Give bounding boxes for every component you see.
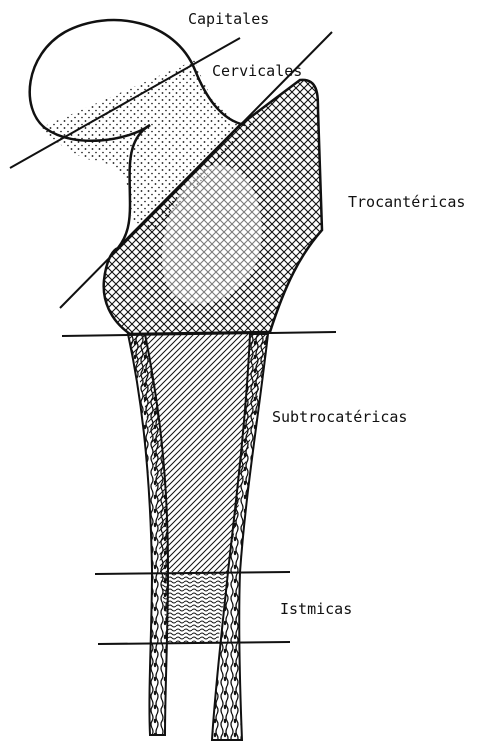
isthmic-bottom-line	[98, 642, 290, 644]
label-trocantericas: Trocantéricas	[348, 193, 465, 211]
label-cervicales: Cervicales	[212, 62, 302, 80]
isthmic-region	[160, 572, 228, 643]
label-capitales: Capitales	[188, 10, 269, 28]
isthmic-top-line	[95, 572, 290, 574]
label-istmicas: Istmicas	[280, 600, 352, 618]
label-subtrocantericas: Subtrocatéricas	[272, 408, 407, 426]
